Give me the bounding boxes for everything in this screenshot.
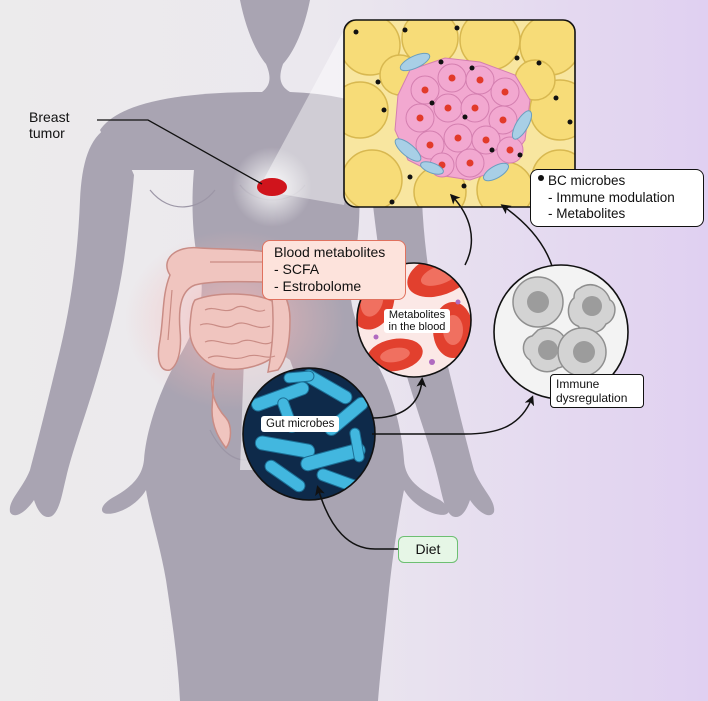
metabolites-in-blood-line-2: in the blood — [388, 321, 446, 333]
breast-tumor-leader-line — [97, 119, 263, 185]
metabolites-in-blood-label: Metabolites in the blood — [384, 309, 450, 333]
bc-microbes-box: BC microbes - Immune modulation - Metabo… — [530, 169, 704, 227]
blood-metabolites-box: Blood metabolites - SCFA - Estrobolome — [262, 240, 406, 300]
immune-dysregulation-box: Immune dysregulation — [550, 374, 644, 408]
blood-metabolites-item-scfa: - SCFA — [274, 261, 320, 277]
intestines — [157, 246, 293, 450]
cancer-cell-nuclei — [416, 74, 514, 169]
arrow-immune-to-tumor — [500, 204, 553, 267]
arrow-gut-to-immune — [372, 395, 535, 435]
bc-microbes-title-row: BC microbes — [538, 173, 703, 190]
bullet-icon — [538, 175, 544, 182]
arrow-diet-to-gut — [315, 485, 398, 550]
immune-dysregulation-line-2: dysregulation — [556, 391, 628, 405]
blood-metabolites-title: Blood metabolites — [274, 244, 386, 260]
bc-microbes-title: BC microbes — [548, 173, 626, 188]
immune-circle — [493, 264, 629, 400]
stromal-cells — [394, 52, 533, 182]
arrows — [315, 193, 553, 550]
gut-microbes-label: Gut microbes — [261, 416, 340, 432]
immune-dysregulation-line-1: Immune — [556, 377, 600, 391]
breast-tumor-label-line-2: tumor — [29, 125, 65, 141]
arrow-blood-to-tumor — [449, 193, 473, 266]
bc-microbe-dots — [353, 25, 573, 205]
bc-microbes-item-metabolites: - Metabolites — [548, 206, 626, 221]
blood-metabolites-item-estrobolome: - Estrobolome — [274, 278, 362, 294]
arrow-gut-to-blood — [371, 377, 427, 419]
diet-box: Diet — [398, 536, 458, 563]
tumor-panel — [343, 19, 576, 208]
metabolites-in-blood-line-1: Metabolites — [388, 309, 446, 321]
bc-microbes-item-immune: - Immune modulation — [548, 189, 675, 205]
breast-tumor-mark — [257, 178, 287, 196]
adipocytes — [344, 20, 575, 207]
gut-microbes-circle — [242, 367, 376, 501]
breast-tumor-label: Breast tumor — [29, 109, 69, 141]
cancer-cells — [394, 57, 531, 181]
breast-tumor-label-line-1: Breast — [29, 109, 70, 125]
intestine-folds — [167, 261, 276, 360]
